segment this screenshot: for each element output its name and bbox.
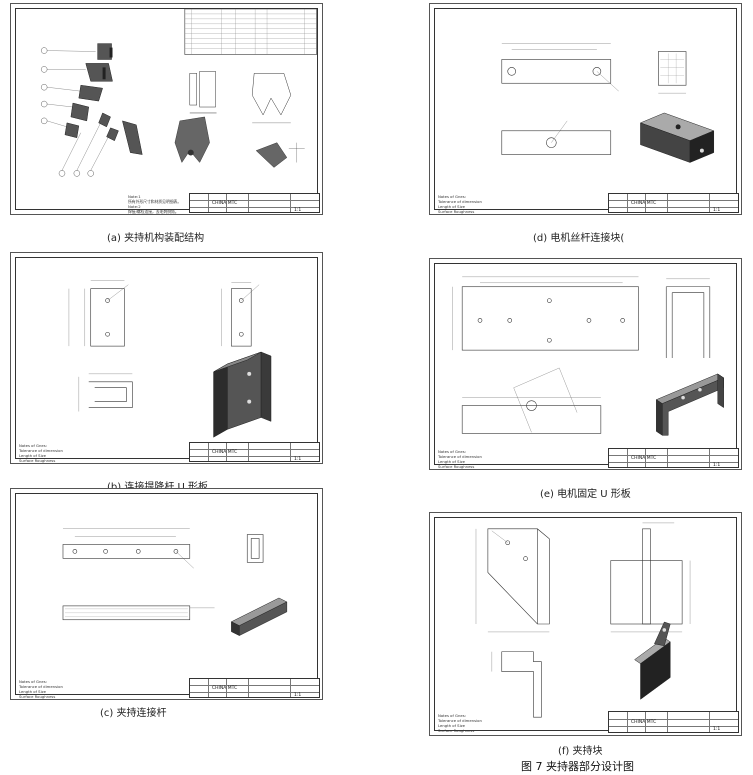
title-block-company: CHINA MTC (212, 450, 238, 455)
title-block-a: CHINA MTC 1:1 (189, 193, 320, 213)
drawing-c-graphics (62, 528, 288, 637)
title-block-c: CHINA MTC 1:1 (189, 678, 320, 698)
drawing-b-graphics (68, 280, 272, 438)
title-block-b: CHINA MTC 1:1 (189, 442, 320, 462)
drawing-sheet-d: Notes of Gnes: Tolerance of dimension Le… (429, 3, 742, 215)
sheet-b-notes: Notes of Gnes: Tolerance of dimension Le… (19, 443, 63, 463)
title-block-e: CHINA MTC 1:1 (608, 448, 739, 468)
title-block-scale: 1:1 (294, 693, 302, 698)
drawing-sheet-f: Notes of Gnes: Tolerance of dimension Le… (429, 512, 742, 736)
caption-f: (f) 夹持块 (558, 746, 603, 757)
title-block-company: CHINA MTC (212, 686, 238, 691)
caption-b: (b) 连接提降杆 U 形板 (107, 478, 208, 493)
drawing-e-graphics (452, 276, 725, 436)
title-block-scale: 1:1 (294, 208, 302, 213)
title-block-scale: 1:1 (713, 208, 721, 213)
drawing-a-graphics (40, 8, 317, 177)
sheet-e-notes: Notes of Gnes: Tolerance of dimension Le… (438, 449, 482, 469)
sheet-a-notes: Note:1 所有外形尺寸和材质见明细表。 Note:2 焊接/螺栓连接，去毛刺… (128, 194, 182, 214)
drawing-sheet-e: Notes of Gnes: Tolerance of dimension Le… (429, 258, 742, 470)
title-block-scale: 1:1 (713, 463, 721, 468)
title-block-scale: 1:1 (713, 727, 721, 732)
title-block-scale: 1:1 (294, 457, 302, 462)
sheet-f-notes: Notes of Gnes: Tolerance of dimension Le… (438, 713, 482, 733)
title-block-d: CHINA MTC 1:1 (608, 193, 739, 213)
title-block-company: CHINA MTC (631, 456, 657, 461)
title-block-f: CHINA MTC 1:1 (608, 711, 739, 733)
drawing-d-graphics (501, 43, 715, 163)
caption-d: (d) 电机丝杆连接块( (533, 233, 625, 244)
figure-title: 图 7 夹持器部分设计图 (521, 760, 634, 773)
sheet-d-notes: Notes of Gnes: Tolerance of dimension Le… (438, 194, 482, 214)
drawing-sheet-b: Notes of Gnes: Tolerance of dimension Le… (10, 252, 323, 464)
title-block-company: CHINA MTC (631, 201, 657, 206)
drawing-sheet-a: Note:1 所有外形尺寸和材质见明细表。 Note:2 焊接/螺栓连接，去毛刺… (10, 3, 323, 215)
title-block-company: CHINA MTC (631, 720, 657, 725)
caption-a: (a) 夹持机构装配结构 (107, 233, 205, 244)
drawing-f-graphics (475, 522, 691, 718)
drawing-sheet-c: Notes of Gnes: Tolerance of dimension Le… (10, 488, 323, 700)
caption-c: (c) 夹持连接杆 (100, 708, 167, 719)
sheet-c-notes: Notes of Gnes: Tolerance of dimension Le… (19, 679, 63, 699)
title-block-company: CHINA MTC (212, 201, 238, 206)
caption-e: (e) 电机固定 U 形板 (540, 489, 631, 500)
